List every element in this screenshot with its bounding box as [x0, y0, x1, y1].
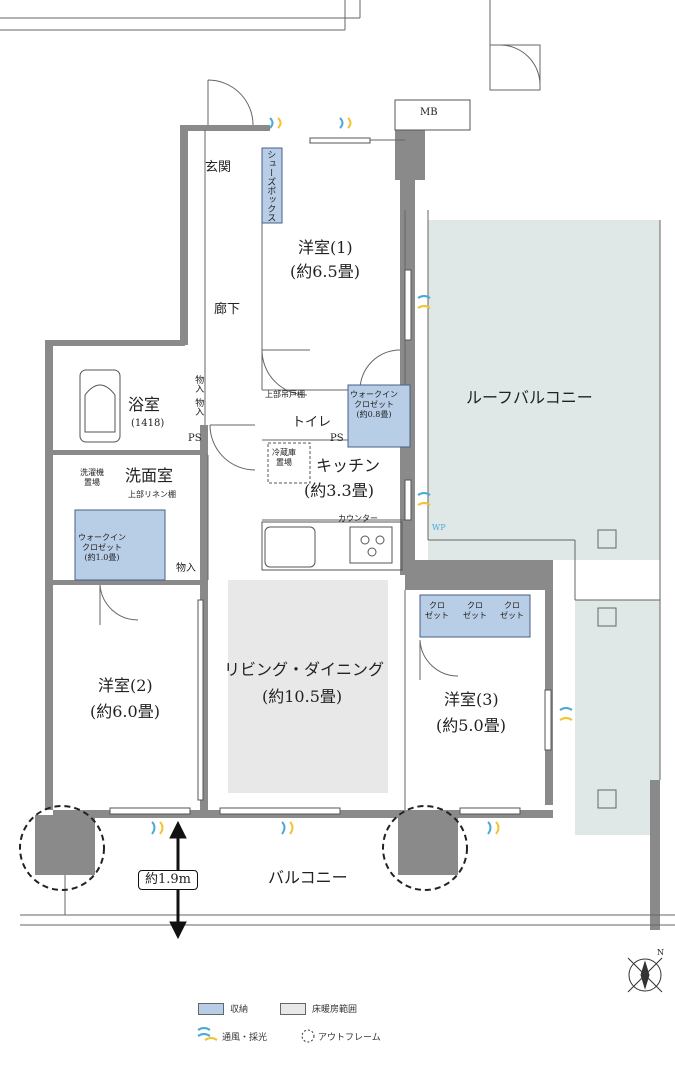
stove-burner-2 — [375, 535, 385, 545]
label-upper-shelf: 上部吊戸棚 — [265, 390, 305, 399]
label-washroom: 洗面室 — [125, 466, 174, 485]
kitchen-sink — [264, 526, 316, 568]
label-wic-right: ウォークイン クロゼット (約0.8畳) — [350, 390, 398, 420]
roof-balcony-area-lower — [575, 600, 660, 835]
legend-storage-swatch — [198, 1003, 224, 1015]
label-linen: 上部リネン棚 — [128, 490, 176, 499]
label-roof-balcony: ルーフバルコニー — [466, 388, 593, 407]
label-storage-small: 物入 — [176, 563, 196, 574]
label-kitchen-size: (約3.3畳) — [304, 481, 374, 500]
label-western2: 洋室(2) — [98, 676, 153, 695]
wic-left-text: ウォークイン クロゼット (約1.0畳) — [78, 533, 126, 562]
label-ps2: PS — [330, 433, 344, 444]
label-ps1: PS — [188, 433, 202, 444]
label-living-size: (約10.5畳) — [262, 687, 343, 706]
wic-right-text: ウォークイン クロゼット (約0.8畳) — [350, 390, 398, 419]
label-closet-2: クロ ゼット — [463, 601, 487, 621]
balcony-squares — [597, 529, 617, 809]
closet-2-text: クロ ゼット — [463, 601, 487, 620]
legend-outframe-label: アウトフレーム — [318, 1033, 381, 1043]
label-storage-v1: 物入 — [193, 375, 204, 393]
legend-vent-icon — [197, 1027, 211, 1037]
label-western3-size: (約5.0畳) — [436, 716, 506, 735]
label-closet-1: クロ ゼット — [425, 601, 449, 621]
stove-burner-1 — [360, 535, 370, 545]
label-washer: 洗濯機 置場 — [80, 468, 104, 488]
legend-outframe-icon — [301, 1029, 315, 1043]
label-bath-size: (1418) — [131, 418, 165, 429]
label-genkan: 玄関 — [205, 160, 232, 175]
closet-3-text: クロ ゼット — [500, 601, 524, 620]
bathtub-inner — [84, 384, 116, 433]
label-kitchen: キッチン — [316, 456, 381, 475]
label-toilet: トイレ — [292, 415, 332, 430]
kitchen-counter — [261, 521, 403, 571]
floor-heating-area — [228, 580, 388, 793]
label-mb: MB — [420, 107, 438, 118]
door-swings — [99, 44, 541, 680]
compass-label: N — [657, 948, 664, 957]
label-shoes-box: シューズボックス — [265, 150, 276, 222]
mb-box — [394, 99, 471, 131]
legend-storage-label: 収納 — [230, 1005, 249, 1015]
label-balcony: バルコニー — [268, 868, 348, 887]
dimension-arrow — [169, 820, 187, 940]
label-storage-v2: 物入 — [193, 398, 204, 416]
fridge-space — [267, 442, 311, 484]
label-corridor: 廊下 — [214, 302, 241, 317]
label-western1-size: (約6.5畳) — [290, 262, 360, 281]
label-fridge: 冷蔵庫 置場 — [272, 448, 296, 468]
legend-floor-heating-label: 床暖房範囲 — [312, 1005, 358, 1015]
compass — [627, 957, 663, 993]
label-counter: カウンター — [338, 514, 378, 523]
ventilation-marks — [151, 117, 573, 835]
label-closet-3: クロ ゼット — [500, 601, 524, 621]
fridge-text: 冷蔵庫 置場 — [272, 448, 296, 467]
roof-balcony-area — [428, 220, 660, 560]
washer-text: 洗濯機 置場 — [80, 468, 104, 487]
legend-ventilation-label: 通風・採光 — [222, 1033, 268, 1043]
dimension-label: 約1.9m — [138, 870, 199, 891]
closet-1-text: クロ ゼット — [425, 601, 449, 620]
label-wp: WP — [432, 523, 446, 532]
label-living: リビング・ダイニング — [224, 660, 385, 679]
legend-floor-heating-swatch — [280, 1003, 306, 1015]
stove — [349, 526, 393, 564]
windows — [109, 137, 552, 815]
label-bath: 浴室 — [128, 395, 161, 414]
top-building-lines — [0, 0, 541, 91]
label-western2-size: (約6.0畳) — [90, 702, 160, 721]
stove-burner-3 — [367, 547, 377, 557]
label-western3: 洋室(3) — [444, 690, 499, 709]
outframe-columns — [19, 805, 468, 891]
label-western1: 洋室(1) — [298, 238, 353, 257]
storage-areas — [74, 147, 531, 638]
label-wic-left: ウォークイン クロゼット (約1.0畳) — [78, 533, 126, 563]
